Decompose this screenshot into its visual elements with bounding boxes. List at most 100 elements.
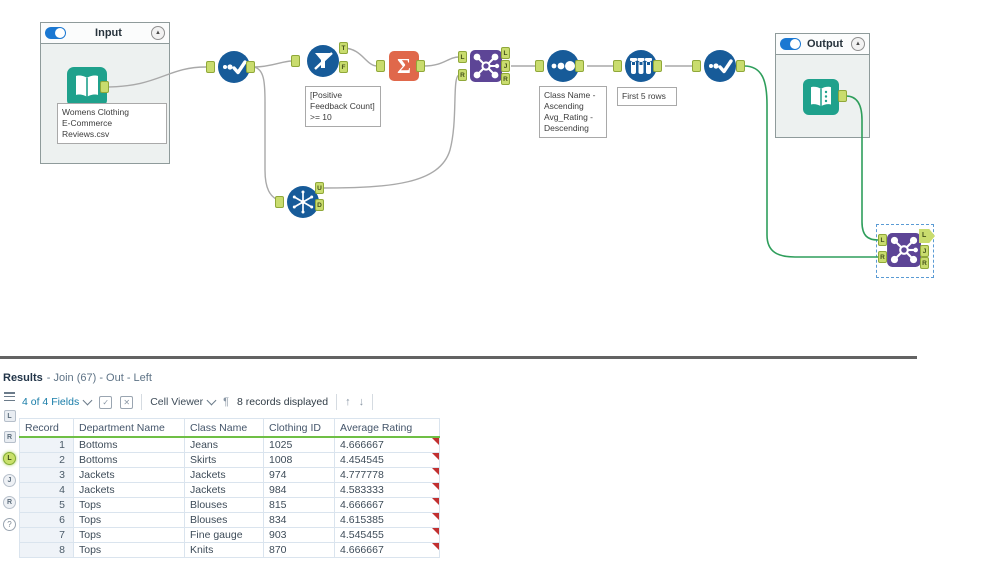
- data-cell[interactable]: Blouses: [184, 512, 264, 528]
- tool-annotation[interactable]: [Positive Feedback Count] >= 10: [305, 86, 381, 128]
- unique-input-anchor[interactable]: [275, 196, 284, 208]
- column-header[interactable]: Clothing ID: [263, 418, 335, 438]
- data-cell[interactable]: 903: [263, 527, 335, 543]
- join-left-output-anchor[interactable]: L: [501, 47, 510, 59]
- summarize-input-anchor[interactable]: [376, 60, 385, 72]
- input-anchor-left-button[interactable]: L: [3, 410, 16, 422]
- container-enable-toggle[interactable]: [780, 38, 801, 50]
- column-header[interactable]: Department Name: [73, 418, 185, 438]
- data-quality-flag-icon[interactable]: [432, 438, 439, 445]
- data-cell[interactable]: 984: [263, 482, 335, 498]
- data-quality-flag-icon[interactable]: [432, 513, 439, 520]
- data-cell[interactable]: 4.666667: [334, 542, 440, 558]
- data-quality-flag-icon[interactable]: [432, 468, 439, 475]
- join2-left-input-anchor[interactable]: L: [878, 234, 887, 246]
- wire-input-to-select[interactable]: [103, 66, 207, 88]
- select-output-anchor[interactable]: [246, 61, 255, 73]
- data-cell[interactable]: 4.666667: [334, 436, 440, 453]
- data-cell[interactable]: 4.615385: [334, 512, 440, 528]
- select2-output-anchor[interactable]: [736, 60, 745, 72]
- filter-true-anchor[interactable]: T: [339, 42, 348, 54]
- data-cell[interactable]: Tops: [73, 542, 185, 558]
- data-cell[interactable]: 4.777778: [334, 467, 440, 483]
- sort-input-anchor[interactable]: [535, 60, 544, 72]
- scroll-up-icon[interactable]: ↑: [345, 395, 351, 408]
- sort-tool[interactable]: [547, 50, 579, 87]
- data-cell[interactable]: 4.583333: [334, 482, 440, 498]
- select-tool[interactable]: [218, 51, 250, 88]
- select-all-checkbox-icon[interactable]: ✓: [99, 395, 113, 409]
- container-collapse-button[interactable]: ▲: [851, 37, 865, 51]
- sample-output-anchor[interactable]: [653, 60, 662, 72]
- data-cell[interactable]: Jeans: [184, 436, 264, 453]
- record-number-cell[interactable]: 4: [19, 482, 74, 498]
- select2-input-anchor[interactable]: [692, 60, 701, 72]
- column-header[interactable]: Record: [19, 418, 74, 438]
- tool-annotation[interactable]: First 5 rows: [617, 87, 677, 107]
- data-cell[interactable]: 4.545455: [334, 527, 440, 543]
- wire-select-to-join2-r-selected[interactable]: [743, 65, 878, 258]
- data-cell[interactable]: Jackets: [184, 467, 264, 483]
- input-data-tool[interactable]: [66, 66, 108, 113]
- unique-duplicate-anchor[interactable]: D: [315, 199, 324, 211]
- workflow-canvas[interactable]: Input ▲ Output ▲: [0, 0, 999, 356]
- join2-left-output-anchor-selected[interactable]: L: [919, 229, 935, 243]
- scroll-down-icon[interactable]: ↓: [358, 395, 365, 408]
- wire-summarize-to-join-l[interactable]: [423, 56, 460, 67]
- data-cell[interactable]: Blouses: [184, 497, 264, 513]
- wire-select-to-filter[interactable]: [253, 60, 293, 68]
- data-cell[interactable]: 1025: [263, 436, 335, 453]
- select-input-anchor[interactable]: [206, 61, 215, 73]
- cell-viewer-dropdown[interactable]: Cell Viewer: [150, 395, 217, 408]
- tool-annotation[interactable]: Womens Clothing E-Commerce Reviews.csv: [57, 103, 167, 145]
- record-number-cell[interactable]: 8: [19, 542, 74, 558]
- summarize-output-anchor[interactable]: [416, 60, 425, 72]
- data-cell[interactable]: Fine gauge: [184, 527, 264, 543]
- join-tool-2-selected[interactable]: [886, 232, 922, 273]
- data-cell[interactable]: Bottoms: [73, 452, 185, 468]
- data-cell[interactable]: Jackets: [73, 467, 185, 483]
- unique-tool[interactable]: [287, 186, 319, 223]
- join-left-input-anchor[interactable]: L: [458, 51, 467, 63]
- column-header[interactable]: Average Rating: [334, 418, 440, 438]
- record-number-cell[interactable]: 1: [19, 436, 74, 453]
- data-cell[interactable]: Tops: [73, 497, 185, 513]
- data-cell[interactable]: 4.454545: [334, 452, 440, 468]
- record-number-cell[interactable]: 3: [19, 467, 74, 483]
- data-cell[interactable]: 4.666667: [334, 497, 440, 513]
- select-tool-2[interactable]: [704, 50, 736, 87]
- join2-right-input-anchor[interactable]: R: [878, 251, 887, 263]
- data-quality-flag-icon[interactable]: [432, 528, 439, 535]
- sample-input-anchor[interactable]: [613, 60, 622, 72]
- fields-dropdown[interactable]: 4 of 4 Fields: [22, 395, 93, 408]
- output-anchor-left-button-active[interactable]: L: [3, 452, 16, 465]
- data-quality-flag-icon[interactable]: [432, 453, 439, 460]
- unique-unique-anchor[interactable]: U: [315, 182, 324, 194]
- join2-join-output-anchor[interactable]: J: [920, 245, 929, 257]
- browse-tool[interactable]: [802, 78, 840, 121]
- panel-splitter[interactable]: [0, 356, 917, 359]
- record-number-cell[interactable]: 7: [19, 527, 74, 543]
- join-right-input-anchor[interactable]: R: [458, 69, 467, 81]
- record-number-cell[interactable]: 5: [19, 497, 74, 513]
- join2-right-output-anchor[interactable]: R: [920, 257, 929, 269]
- tool-annotation[interactable]: Class Name - Ascending Avg_Rating - Desc…: [539, 86, 607, 139]
- data-cell[interactable]: Tops: [73, 527, 185, 543]
- join-right-output-anchor[interactable]: R: [501, 73, 510, 85]
- data-cell[interactable]: 1008: [263, 452, 335, 468]
- clear-selection-icon[interactable]: ✕: [120, 395, 134, 409]
- help-icon[interactable]: ?: [3, 518, 16, 531]
- record-number-cell[interactable]: 2: [19, 452, 74, 468]
- container-collapse-button[interactable]: ▲: [151, 26, 165, 40]
- data-cell[interactable]: 870: [263, 542, 335, 558]
- data-cell[interactable]: Knits: [184, 542, 264, 558]
- summarize-tool[interactable]: Σ: [388, 50, 420, 87]
